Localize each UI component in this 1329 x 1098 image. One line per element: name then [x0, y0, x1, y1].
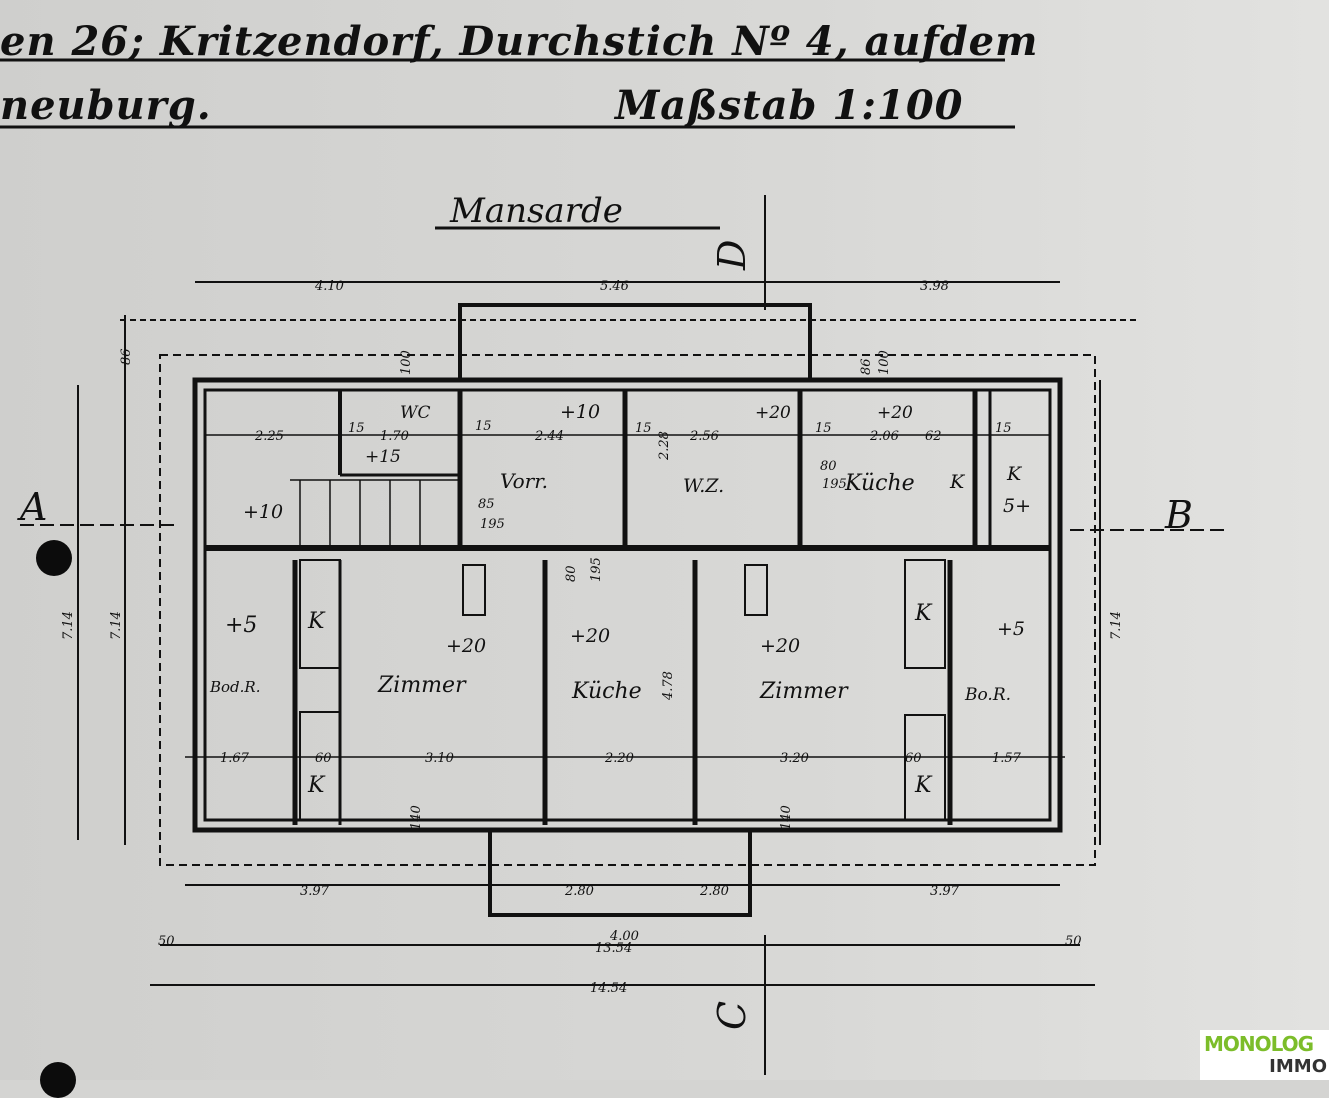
room-label: +20 [877, 403, 913, 423]
room-label: Bod.R. [209, 678, 261, 696]
room-label: K [1006, 463, 1023, 485]
dimension-label: 86 [119, 348, 134, 365]
dimension-label: 2.56 [689, 429, 719, 444]
dimension-label: 3.20 [780, 751, 809, 766]
dimension-label: 2.44 [534, 429, 564, 444]
logo-text-top: MONOLOG [1204, 1032, 1314, 1056]
dimension-label: 2.28 [657, 431, 672, 461]
dimension-label: 60 [315, 751, 332, 766]
section-mark-d: D [710, 240, 754, 271]
dimension-label: 2.06 [869, 429, 899, 444]
dimension-label: 140 [409, 805, 424, 830]
dimension-label: 3.97 [300, 884, 330, 899]
room-label: WC [400, 403, 430, 423]
plan-title: Mansarde [449, 191, 623, 231]
dimension-label: 50 [158, 934, 175, 949]
logo-text-bottom: IMMO [1269, 1056, 1327, 1077]
dimension-label: 7.14 [61, 611, 76, 640]
room-label: Zimmer [759, 679, 849, 704]
room-label: K [307, 609, 326, 634]
dimension-label: 50 [1065, 934, 1082, 949]
room-label: K [914, 601, 933, 626]
dimension-label: 195 [822, 477, 847, 492]
room-label: +20 [570, 625, 610, 647]
dimension-label: 15 [815, 421, 832, 436]
dimension-label: 3.97 [930, 884, 960, 899]
dimension-label: 100 [399, 350, 414, 375]
dimension-label: 195 [480, 517, 505, 532]
scale-label: Maßstab 1:100 [615, 82, 964, 129]
dimension-label: 85 [478, 497, 495, 512]
room-label: W.Z. [683, 475, 724, 497]
room-label: Küche [571, 679, 642, 704]
room-label: +5 [225, 613, 257, 638]
room-label: K [307, 773, 326, 798]
dimension-label: 2.80 [699, 884, 729, 899]
punch-hole [40, 1062, 76, 1098]
dimension-label: 80 [564, 565, 579, 582]
dimension-label: 5.46 [600, 279, 629, 294]
dimension-label: 1.70 [380, 429, 409, 444]
dimension-label: 13.54 [595, 941, 632, 956]
room-label: +10 [243, 501, 283, 523]
room-label: +20 [755, 403, 791, 423]
room-label: Vorr. [500, 469, 548, 493]
dimension-label: 62 [925, 429, 942, 444]
punch-hole [36, 540, 72, 576]
section-mark-c: C [710, 1001, 754, 1030]
dimension-label: 3.98 [920, 279, 949, 294]
dimension-label: 15 [995, 421, 1012, 436]
room-label: +20 [760, 635, 800, 657]
dimension-label: 86 [859, 358, 874, 375]
section-mark-a: A [17, 485, 47, 529]
dimension-label: 1.57 [992, 751, 1022, 766]
room-label: Küche [844, 471, 915, 496]
dimension-label: 3.10 [425, 751, 454, 766]
dimension-label: 140 [779, 805, 794, 830]
header-line-1: en 26; Kritzendorf, Durchstich Nº 4, auf… [0, 18, 1039, 65]
dimension-label: 4.00 [609, 929, 639, 944]
dimension-label: 7.14 [109, 611, 124, 640]
dimension-label: 80 [820, 459, 837, 474]
dimension-label: 1.67 [220, 751, 250, 766]
dimension-label: 100 [877, 350, 892, 375]
room-label: +20 [446, 635, 486, 657]
dimension-label: 2.25 [254, 429, 284, 444]
monolog-immo-logo: MONOLOG IMMO [1200, 1030, 1329, 1080]
room-label: K [914, 773, 933, 798]
dimension-label: 4.10 [314, 279, 344, 294]
room-label: 5+ [1003, 495, 1031, 517]
dimension-label: 4.78 [661, 671, 676, 701]
dimension-label: 195 [589, 557, 604, 582]
room-label: +5 [997, 618, 1025, 640]
room-label: Bo.R. [964, 685, 1011, 705]
room-label: +10 [560, 401, 600, 423]
header-line-2: neuburg. [0, 82, 212, 129]
room-label: K [949, 471, 966, 493]
dimension-label: 15 [348, 421, 365, 436]
section-mark-b: B [1164, 493, 1193, 537]
dimension-label: 2.80 [564, 884, 594, 899]
dimension-label: 60 [905, 751, 922, 766]
dimension-label: 14.54 [590, 981, 627, 996]
room-label: Zimmer [377, 673, 467, 698]
dimension-label: 15 [475, 419, 492, 434]
dimension-label: 7.14 [1109, 611, 1124, 640]
room-label: +15 [365, 447, 401, 467]
dimension-label: 2.20 [604, 751, 634, 766]
dimension-label: 15 [635, 421, 652, 436]
